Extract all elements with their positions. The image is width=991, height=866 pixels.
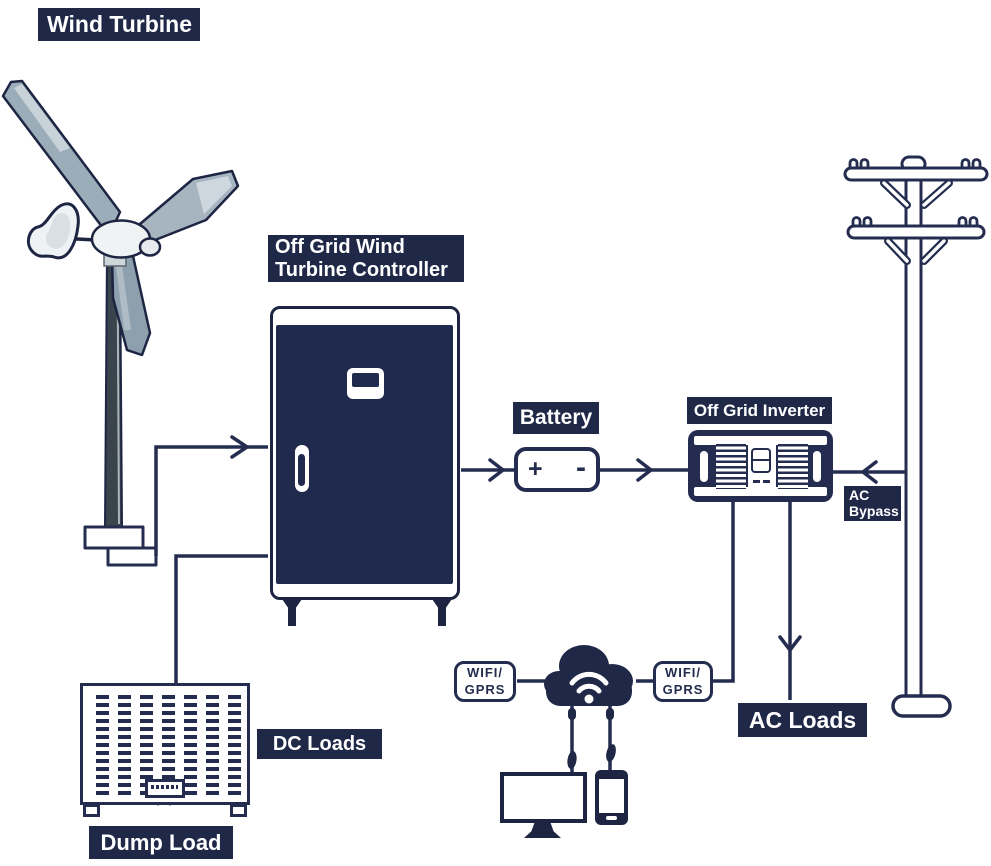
dump-load-vents	[96, 695, 109, 796]
smartphone-icon	[595, 770, 628, 825]
inverter-vent-left	[716, 444, 746, 489]
ac-bypass-label: AC Bypass	[844, 486, 901, 521]
dump-load-label: Dump Load	[89, 826, 233, 859]
wind-turbine-label-text: Wind Turbine	[47, 11, 193, 37]
dc-loads-label: DC Loads	[257, 729, 382, 759]
wifi-icon	[569, 671, 609, 694]
off-grid-inverter-unit	[688, 430, 833, 502]
wifi-gprs-node-right: WIFI/ GPRS	[653, 661, 713, 702]
dc-loads-label-text: DC Loads	[272, 732, 367, 755]
dump-load-terminal	[145, 779, 185, 798]
wifi-left-line2: GPRS	[464, 681, 506, 697]
arrow-ac-bypass	[861, 460, 878, 484]
ac-loads-label-text: AC Loads	[748, 706, 857, 733]
wire-controller-to-dumpload	[174, 554, 268, 683]
turbine-base-step	[106, 546, 158, 567]
wire-lines	[150, 445, 906, 806]
controller-label: Off Grid Wind Turbine Controller	[268, 235, 464, 282]
wifi-gprs-node-left: WIFI/ GPRS	[454, 661, 516, 702]
dump-load-label-text: Dump Load	[100, 829, 222, 855]
monitor-icon	[500, 772, 587, 823]
inverter-label-text: Off Grid Inverter	[693, 400, 826, 420]
battery-label: Battery	[513, 402, 599, 434]
pole-base	[891, 694, 952, 718]
wind-turbine-graphic	[1, 79, 240, 567]
inverter-vent-right	[778, 444, 808, 489]
ac-bypass-line2: Bypass	[849, 502, 899, 519]
pole-shaft	[904, 159, 923, 700]
wire-inverter-to-wifi	[713, 502, 735, 683]
ac-loads-label: AC Loads	[738, 703, 867, 737]
controller-label-line2: Turbine Controller	[275, 258, 448, 281]
pole-insulators	[848, 158, 982, 226]
battery-positive-terminal: +	[528, 455, 543, 483]
inverter-label: Off Grid Inverter	[687, 397, 832, 424]
turbine-blade-upper	[1, 79, 122, 238]
inverter-control-panel	[748, 443, 776, 491]
battery-negative-terminal: -	[576, 450, 586, 484]
battery-unit: + -	[514, 447, 600, 492]
dump-load-unit	[80, 683, 250, 805]
arrow-into-battery	[488, 458, 505, 482]
wifi-right-line1: WIFI/	[664, 664, 702, 680]
dump-load-foot-left	[83, 804, 100, 817]
cloud-graphic	[544, 645, 633, 769]
arrow-into-controller	[230, 435, 249, 459]
dump-load-foot-right	[230, 804, 247, 817]
controller-display	[347, 368, 384, 399]
turbine-base	[83, 525, 145, 550]
arrow-to-ac-loads	[778, 635, 802, 652]
wifi-right-line2: GPRS	[662, 681, 704, 697]
wind-turbine-controller-unit	[270, 306, 460, 600]
controller-label-line1: Off Grid Wind	[275, 236, 405, 259]
arrow-into-inverter	[636, 458, 653, 482]
ac-bypass-line1: AC	[849, 486, 870, 503]
pole-crossarm-top	[843, 166, 989, 182]
wind-turbine-label: Wind Turbine	[38, 8, 200, 41]
wire-arrowheads	[230, 435, 878, 652]
wire-turbine-to-controller	[154, 445, 268, 556]
utility-pole	[843, 155, 989, 718]
inverter-screen	[751, 448, 771, 473]
pole-crossarm-bottom	[846, 224, 986, 240]
controller-door-handle	[295, 445, 309, 492]
battery-label-text: Battery	[519, 406, 593, 429]
wifi-left-line1: WIFI/	[466, 664, 504, 680]
